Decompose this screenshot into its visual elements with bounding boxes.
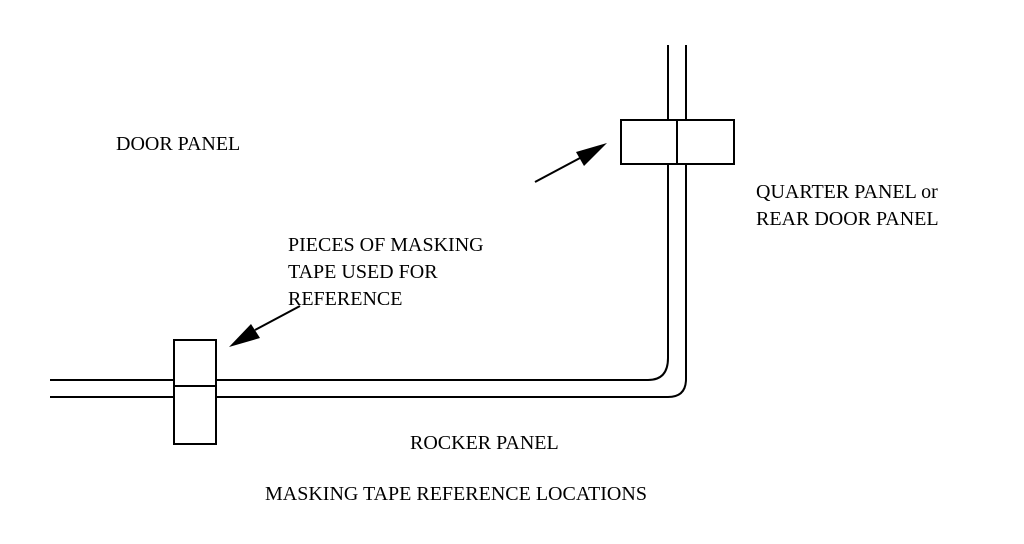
tape-half-bottom (173, 385, 217, 445)
rocker-panel-label: ROCKER PANEL (410, 432, 559, 454)
tape-half-left (620, 119, 678, 165)
quarter-panel-label-line1: QUARTER PANEL or (756, 181, 938, 203)
arrow-to-lower-tape (229, 305, 301, 347)
tape-half-right (676, 119, 735, 165)
tape-piece-vertical-seam (620, 119, 735, 165)
tape-piece-horizontal-seam (173, 339, 217, 445)
quarter-panel-label-line2: REAR DOOR PANEL (756, 208, 939, 230)
door-panel-label: DOOR PANEL (116, 133, 240, 155)
tape-label-line3: REFERENCE (288, 288, 402, 310)
diagram-caption: MASKING TAPE REFERENCE LOCATIONS (265, 483, 647, 505)
panel-seam-inner (50, 45, 687, 398)
tape-label-line2: TAPE USED FOR (288, 261, 438, 283)
panel-seam-outer (50, 45, 669, 381)
arrow-to-upper-tape (534, 143, 607, 183)
tape-half-top (173, 339, 217, 387)
tape-label-line1: PIECES OF MASKING (288, 234, 484, 256)
